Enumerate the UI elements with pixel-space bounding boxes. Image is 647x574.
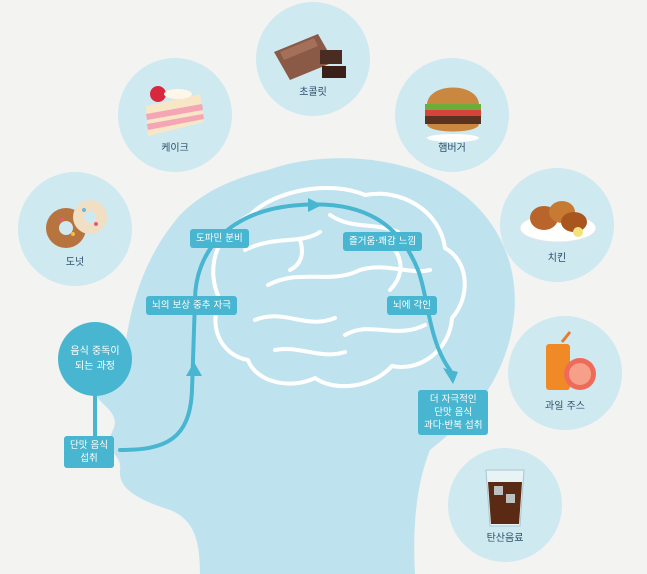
process-start-line2: 되는 과정 [75,361,115,372]
food-circle-hamburger: 햄버거 [395,58,509,172]
food-circle-chicken: 치킨 [500,168,614,282]
hamburger-icon [425,87,481,142]
process-path [93,202,452,452]
food-circle-donut: 도넛 [18,172,132,286]
head-silhouette [95,158,515,574]
food-circle-juice: 과일 주스 [508,316,622,430]
food-circle-cake: 케이크 [118,58,232,172]
food-circle-chocolate: 초콜릿 [256,2,370,116]
step-pleasure: 즐거움·쾌감 느낌 [343,232,423,251]
step-overeat-line3: 과다·반복 섭취 [424,420,483,431]
food-circle-soda: 탄산음료 [448,448,562,562]
fried-chicken-icon [519,201,597,243]
juice-icon [546,331,596,390]
food-label-cake: 케이크 [161,143,189,154]
arrow-right [308,198,322,212]
arrow-up [186,362,202,376]
arrow-down [443,368,458,384]
step-dopamine: 도파민 분비 [190,229,249,248]
step-intake-line1: 단맛 음식 [70,440,108,451]
food-label-chocolate: 초콜릿 [299,87,327,98]
food-label-soda: 탄산음료 [486,533,524,544]
step-intake-line2: 섭취 [80,453,98,464]
chocolate-icon [274,34,346,80]
cake-icon [146,86,204,136]
food-label-donut: 도넛 [65,257,85,268]
food-label-chicken: 치킨 [547,253,567,264]
step-overeat-line2: 단맛 음식 [434,407,473,418]
soda-icon [485,469,525,527]
process-start-line1: 음식 중독이 [70,346,120,357]
step-intake: 단맛 음식 섭취 [64,436,114,468]
process-start-circle: 음식 중독이 되는 과정 [58,322,132,396]
food-label-juice: 과일 주스 [545,401,585,412]
step-memory: 뇌에 각인 [387,296,437,315]
step-overeat-line1: 더 자극적인 [429,394,477,405]
donut-icon [46,200,107,248]
food-label-hamburger: 햄버거 [438,143,466,154]
step-overeat: 더 자극적인 단맛 음식 과다·반복 섭취 [418,390,489,435]
step-reward: 뇌의 보상 중추 자극 [146,296,237,315]
